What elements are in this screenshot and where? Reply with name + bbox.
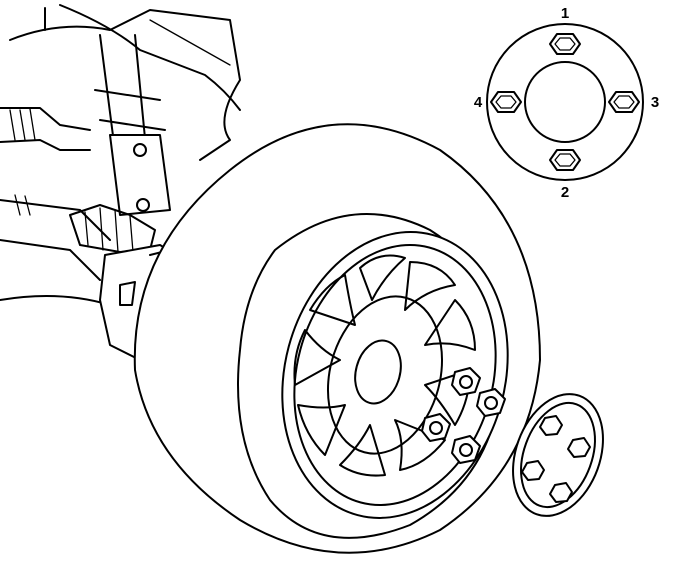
sequence-nut-3 xyxy=(608,91,640,113)
hub-cap-nut xyxy=(521,460,545,481)
sequence-label-4: 4 xyxy=(474,94,483,111)
lug-nut xyxy=(476,388,506,417)
sequence-label-3: 3 xyxy=(651,94,659,111)
sequence-label-1: 1 xyxy=(561,5,569,22)
lug-nuts xyxy=(421,367,506,464)
sequence-nut-1 xyxy=(549,33,581,55)
lug-nut xyxy=(421,413,451,442)
sequence-label-2: 2 xyxy=(561,184,569,201)
wheel-spokes xyxy=(293,254,476,477)
tightening-sequence-diagram: 1 2 3 4 xyxy=(474,5,659,201)
lug-nut xyxy=(451,435,481,464)
lug-nut xyxy=(451,367,481,396)
alloy-wheel xyxy=(281,231,509,519)
hub-cap-nut xyxy=(539,415,563,436)
hub-cap xyxy=(512,393,604,517)
hub-cap-nut xyxy=(549,482,573,503)
sequence-nut-4 xyxy=(490,91,522,113)
sequence-nut-2 xyxy=(549,149,581,171)
hub-cap-nut xyxy=(567,437,591,458)
